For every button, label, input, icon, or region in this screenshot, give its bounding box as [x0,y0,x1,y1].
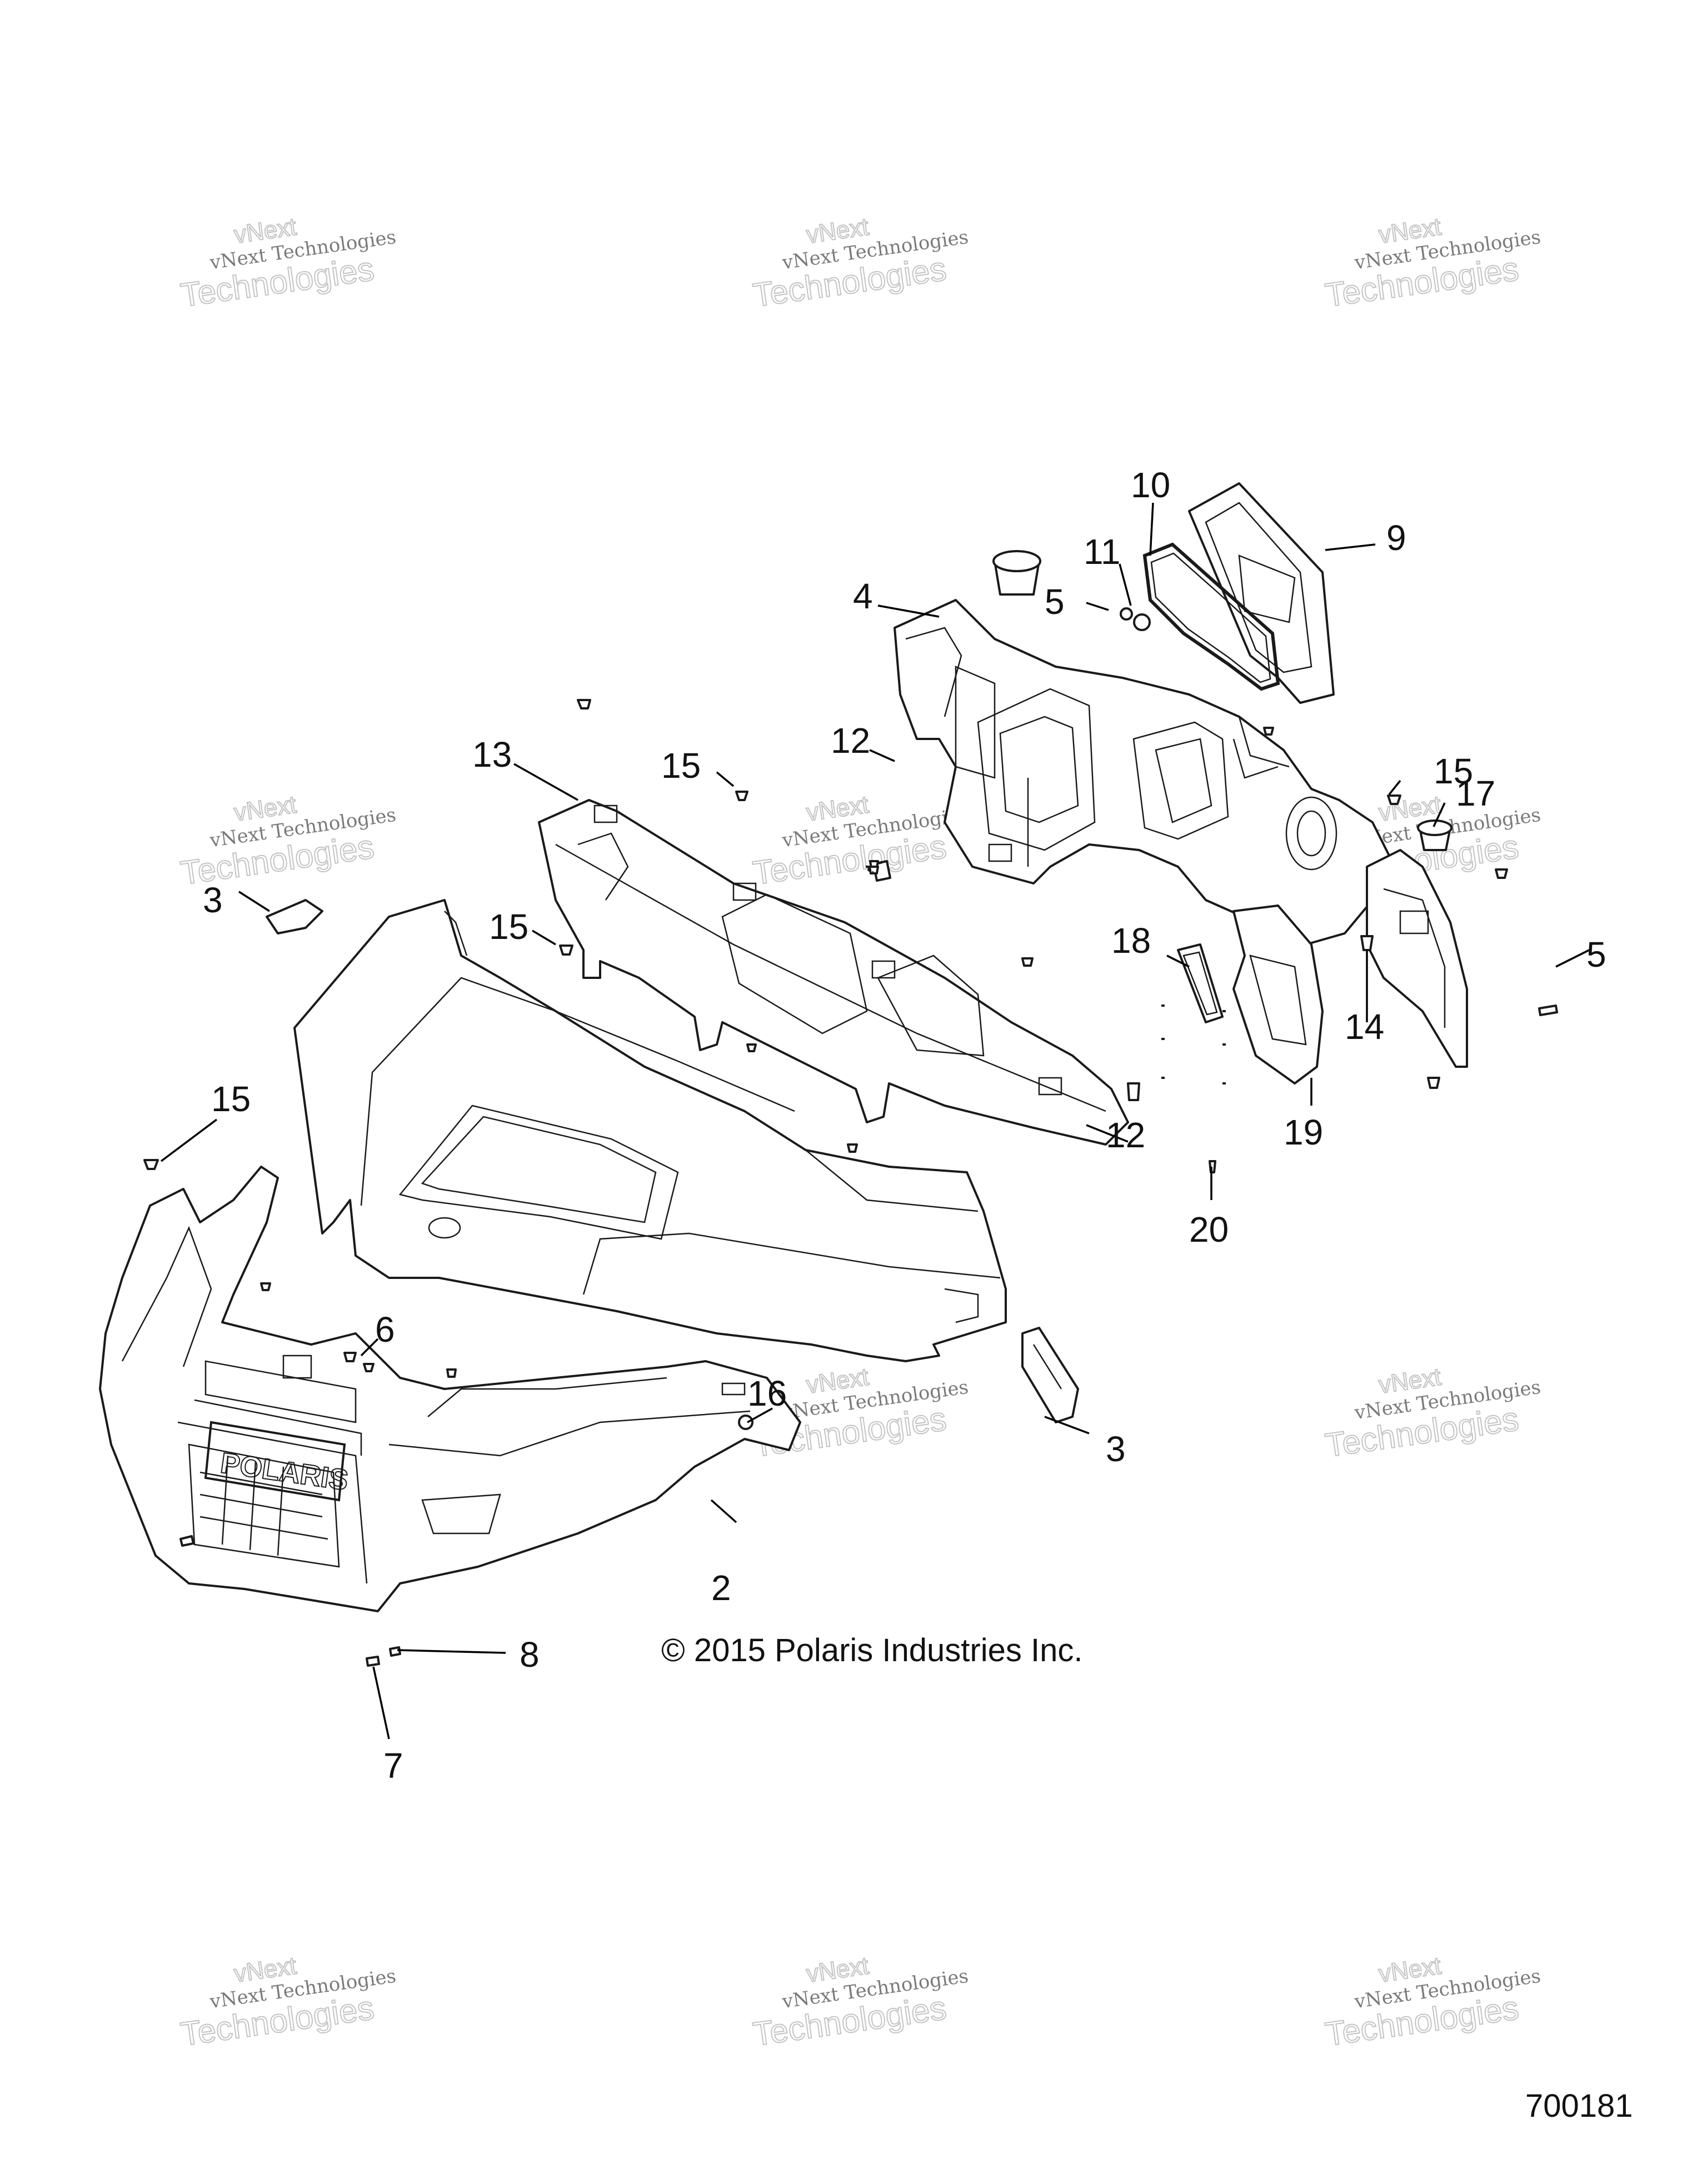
part-2-front-bumper: POLARIS [99,1166,801,1612]
callout-10: 10 [1131,465,1170,505]
callout-3: 3 [1106,1429,1126,1469]
watermark: vNext vNext Technologies Technologies [750,1952,970,2053]
part-side-panel-right [1366,849,1468,1068]
leader-7 [372,1666,390,1740]
callout-17: 17 [1456,773,1495,813]
leader-2 [710,1499,737,1523]
leader-15a [716,771,735,787]
leader-9 [1325,543,1376,551]
watermark: vNext vNext Technologies Technologies [750,213,970,314]
callout-3: 3 [203,880,223,920]
watermark: vNext vNext Technologies Technologies [178,1952,397,2053]
watermark: vNext vNext Technologies Technologies [178,213,397,314]
callout-13: 13 [472,734,512,774]
callout-12: 12 [831,721,870,761]
leader-15d [160,1118,218,1162]
part-9-glovebox-door [1188,482,1335,704]
leader-10 [1149,502,1154,556]
leader-16 [747,1407,773,1423]
callout-labels: 2 3 3 4 5 5 6 7 8 9 10 11 12 12 13 14 15… [203,465,1606,1786]
watermark: vNext vNext Technologies Technologies [178,791,397,892]
drawing-number: 700181 [1525,2088,1633,2124]
callout-11: 11 [1084,532,1120,572]
callout-6: 6 [375,1310,395,1350]
callout-4: 4 [853,576,873,616]
callout-9: 9 [1386,518,1406,558]
part-13-cross-member [538,799,1129,1146]
leader-18 [1166,954,1190,968]
watermark: vNext vNext Technologies Technologies [1322,213,1542,314]
part-10-seal [1142,542,1280,691]
watermark: vNext vNext Technologies Technologies [1322,1952,1542,2053]
leader-11 [1119,563,1132,606]
leader-6 [360,1338,379,1357]
part-18-vent [1177,943,1224,1023]
callout-7: 7 [383,1746,403,1786]
callout-18: 18 [1111,921,1151,961]
leader-lines [160,502,1590,1740]
part-3-latches [266,899,1079,1423]
leader-15b [532,929,556,946]
fasteners [143,607,1558,1667]
hood [293,899,1007,1362]
leader-15c [1388,779,1401,796]
part-cups [992,550,1453,851]
leader-17 [1433,802,1446,827]
callout-15: 15 [1434,751,1473,791]
watermark: vNext vNext Technologies Technologies [750,791,970,892]
callout-15: 15 [489,907,528,947]
leader-8 [397,1649,506,1654]
leader-5b [1555,949,1590,968]
callout-8: 8 [520,1635,540,1675]
leader-13 [513,763,578,801]
callout-16: 16 [747,1373,787,1413]
callout-19: 19 [1284,1112,1323,1152]
copyright-notice: © 2015 Polaris Industries Inc. [661,1632,1082,1668]
callout-5: 5 [1586,934,1606,974]
leader-4 [877,604,940,618]
callout-15: 15 [661,746,701,786]
callout-15: 15 [211,1079,251,1119]
leader-3a [238,891,270,912]
watermark: vNext vNext Technologies Technologies [1322,1363,1542,1465]
callout-12: 12 [1106,1115,1145,1155]
callout-2: 2 [711,1568,731,1608]
callout-14: 14 [1345,1007,1384,1047]
part-19-lower-panel [1232,904,1324,1084]
callout-5: 5 [1045,582,1065,622]
leader-12a [869,749,895,762]
leader-3b [1044,1416,1090,1435]
callout-20: 20 [1189,1210,1229,1250]
leader-12b [1086,1124,1129,1143]
leader-5 [1086,602,1109,611]
